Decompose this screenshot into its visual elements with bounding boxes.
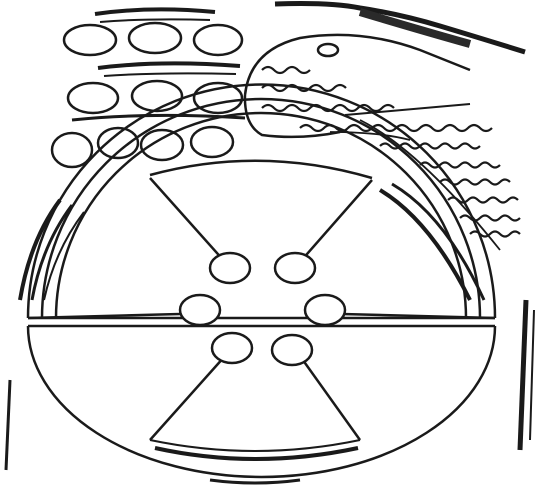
spoke-lower-left [150,356,225,440]
far-left-vertical-scribble [6,380,10,470]
scribbled-header-1b [100,19,210,22]
top-row1-ellipse-1 [64,25,116,55]
hub-ellipse-left [180,295,220,325]
top-row3-ellipse-4 [191,127,233,157]
connector-curve-1 [330,132,410,140]
far-right-vertical-scribble [520,300,526,450]
top-row3-ellipse-1 [52,133,92,167]
wheel-bottom-band [150,440,360,451]
bottom-band-scribble-2 [210,480,300,483]
top-row1-ellipse-2 [129,23,181,53]
far-right-vertical-scribble-2 [530,310,534,440]
top-row2-ellipse-2 [132,81,182,111]
top-row3-ellipse-3 [141,130,183,160]
handwriting-line-9 [460,216,520,221]
spoke-upper-right [300,180,372,262]
wheel-outer-upper-arc [28,85,495,319]
hub-ellipse-bottom-left [212,333,252,363]
top-row1-ellipse-3 [194,25,242,55]
handwriting-line-1 [262,67,310,73]
scribbled-header-2 [98,63,240,68]
spoke-lower-right [300,356,360,440]
hub-ellipse-top-left [210,253,250,283]
right-arc-scribble-2 [392,184,484,300]
wheel-lower-arc [28,326,495,477]
scribbled-header-1 [95,9,215,14]
bottom-band-scribble [155,448,358,459]
top-row2-ellipse-1 [68,83,118,113]
handwriting-line-6 [420,163,500,168]
hub-ellipse-bottom-right [272,335,312,365]
spoke-upper-left [150,178,225,262]
right-arc-scribble-1 [380,190,470,300]
scribbled-header-2b [104,73,236,76]
wheel-upper-cap [150,161,372,178]
arc-scribbles [6,184,534,483]
hub-ellipse-top-right [275,253,315,283]
speech-bubble-eye [318,44,338,56]
hub-ellipse-right [305,295,345,325]
